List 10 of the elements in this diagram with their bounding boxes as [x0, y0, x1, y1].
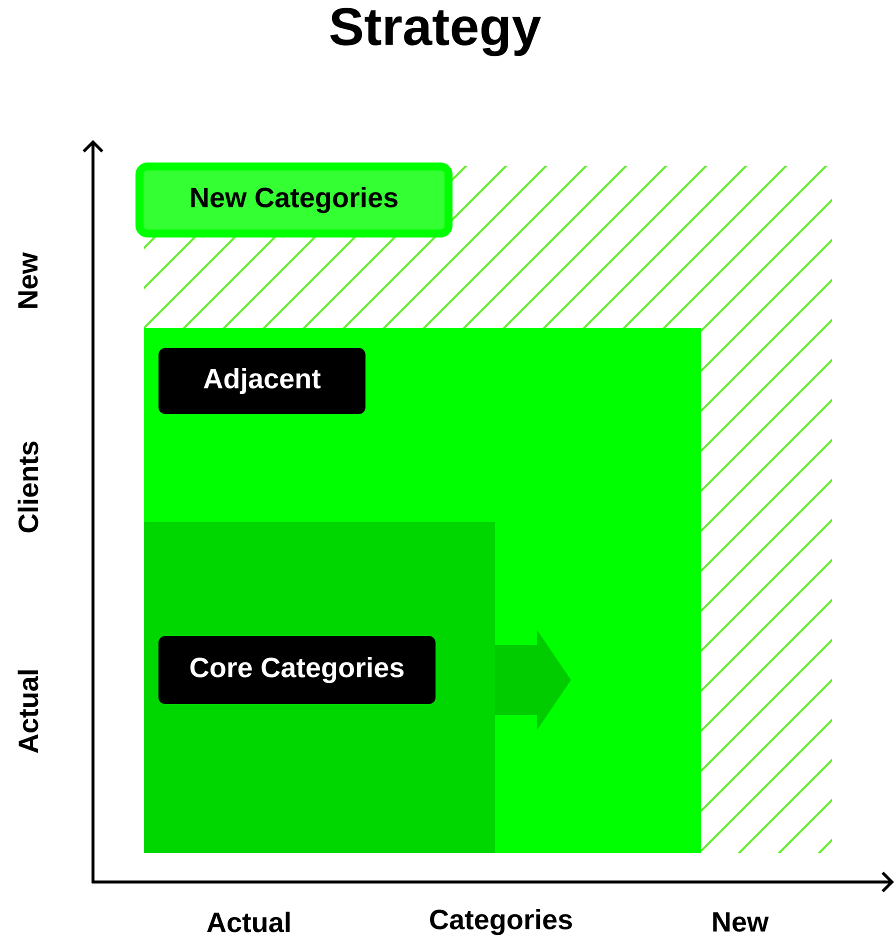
- axis-label: Actual: [18, 670, 38, 753]
- axis-label: New: [713, 912, 769, 932]
- title: Strategy: [330, 8, 541, 56]
- axis-label: Actual: [207, 912, 290, 932]
- label-box: Core Categories: [158, 636, 436, 704]
- label-box: Adjacent: [158, 348, 366, 414]
- axis-label: Clients: [18, 442, 38, 532]
- axis-label: Categories: [430, 908, 572, 936]
- axis-label: New: [18, 252, 38, 308]
- label-box: New Categories: [135, 162, 453, 238]
